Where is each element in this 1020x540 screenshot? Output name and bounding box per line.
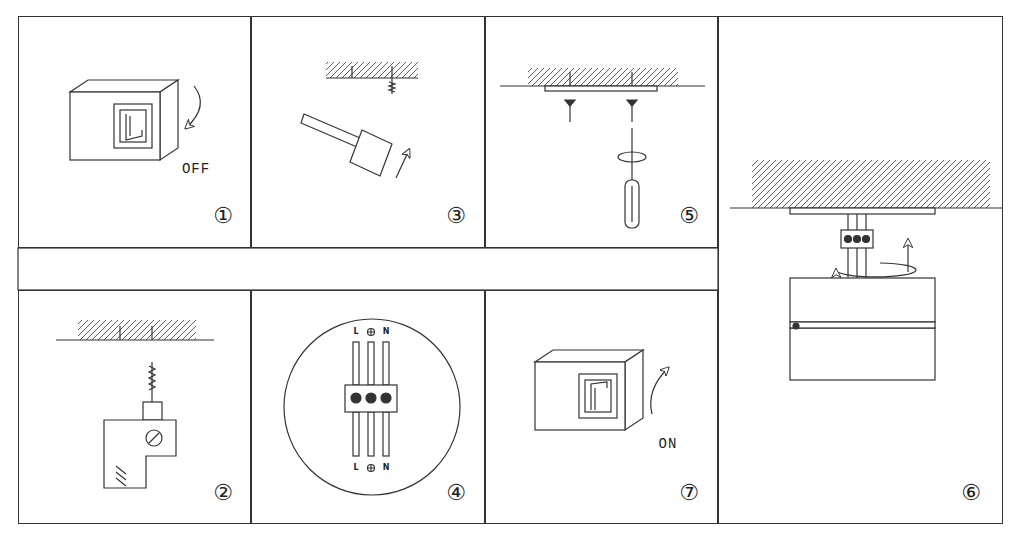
callout-number: ② — [213, 482, 233, 504]
anchor-thread — [389, 82, 395, 92]
switch-lever — [594, 388, 595, 410]
screw-shaft — [569, 106, 570, 122]
screw-shaft — [631, 106, 632, 122]
ceiling-hatch — [326, 62, 418, 78]
callout-number: ③ — [446, 205, 466, 227]
hole — [119, 326, 120, 340]
step-panel: ④ — [251, 290, 485, 524]
drawing — [18, 62, 1003, 495]
earth-symbol — [368, 465, 375, 472]
curved-arrow — [186, 86, 200, 128]
lamp-top — [790, 278, 935, 322]
detail-circle — [284, 319, 460, 495]
ceiling-line — [326, 77, 418, 78]
terminal-block — [345, 385, 397, 412]
terminal-screw — [351, 393, 361, 403]
screwdriver-shaft — [631, 128, 632, 180]
callout-number: ⑤ — [679, 205, 699, 227]
empty-band — [18, 248, 718, 290]
anchor — [569, 72, 570, 86]
ceiling-hatch — [78, 320, 196, 340]
pin-name: L — [352, 328, 359, 336]
switch-state: ON — [659, 437, 678, 451]
drill-screw — [149, 433, 159, 443]
switch-plate — [579, 374, 617, 418]
box-side — [160, 80, 178, 160]
callout-number: ④ — [446, 482, 466, 504]
step-panel: ③ — [251, 16, 485, 248]
terminal-screw — [854, 236, 861, 243]
switch-frame — [120, 110, 146, 142]
step-panel: ⑤ — [485, 16, 718, 248]
box-front — [535, 362, 625, 430]
ceiling-line — [56, 339, 214, 340]
earth-symbol — [368, 465, 375, 472]
ceiling-hatch — [528, 68, 678, 86]
rotation-mark — [618, 152, 646, 162]
step-panel: ② — [18, 290, 251, 524]
terminal-screw — [381, 393, 391, 403]
hammer-head — [350, 130, 392, 176]
ceiling-hatch — [752, 160, 990, 208]
pin-name: N — [382, 464, 391, 472]
screw-head — [627, 100, 637, 106]
anchor — [391, 66, 392, 94]
pin-name: N — [382, 328, 391, 336]
switch-state: OFF — [182, 162, 210, 176]
handle-groove — [631, 186, 632, 222]
lamp-body — [790, 328, 935, 380]
curved-arrow — [651, 368, 668, 414]
step-panel: OFF ① — [18, 16, 251, 248]
lamp-gap — [790, 322, 935, 328]
box-front — [70, 92, 160, 160]
drill-body — [104, 420, 176, 488]
switch-plate — [114, 104, 152, 148]
step-panel: ON ⑦ — [485, 290, 718, 524]
anchor — [631, 72, 632, 86]
box-side — [625, 350, 643, 430]
terminal-block — [841, 230, 873, 248]
wire — [368, 412, 374, 456]
rotation-arrow — [836, 263, 916, 277]
switch-frame — [585, 380, 611, 412]
pin-name: L — [352, 464, 359, 472]
screw-head — [565, 100, 575, 106]
switch-lever — [129, 116, 130, 136]
mounting-plate — [790, 208, 935, 214]
drill-screw — [146, 430, 162, 446]
drill-chuck — [143, 402, 162, 420]
up-arrow — [907, 240, 908, 272]
wire — [353, 412, 359, 456]
switch-lever — [126, 114, 142, 140]
up-arrow — [396, 150, 409, 178]
anchor — [351, 66, 352, 78]
callout-number: ⑦ — [679, 482, 699, 504]
wire — [353, 342, 359, 385]
screwdriver-handle — [625, 180, 639, 228]
wire — [368, 342, 374, 385]
terminal-screw — [366, 393, 376, 403]
earth-symbol — [368, 329, 375, 336]
earth-symbol — [368, 329, 375, 336]
wire — [383, 342, 389, 385]
callout-number: ⑥ — [961, 482, 981, 504]
lamp-latch — [793, 323, 799, 329]
mounting-plate — [545, 86, 657, 91]
terminal-screw — [845, 236, 852, 243]
drill-grip — [116, 466, 126, 486]
step-panel: ⑥ — [718, 16, 1003, 524]
callout-number: ① — [213, 205, 233, 227]
switch-lever — [591, 382, 607, 410]
hole — [151, 326, 152, 340]
terminal-screw — [863, 236, 870, 243]
drill-thread — [149, 366, 155, 390]
wire — [383, 412, 389, 456]
